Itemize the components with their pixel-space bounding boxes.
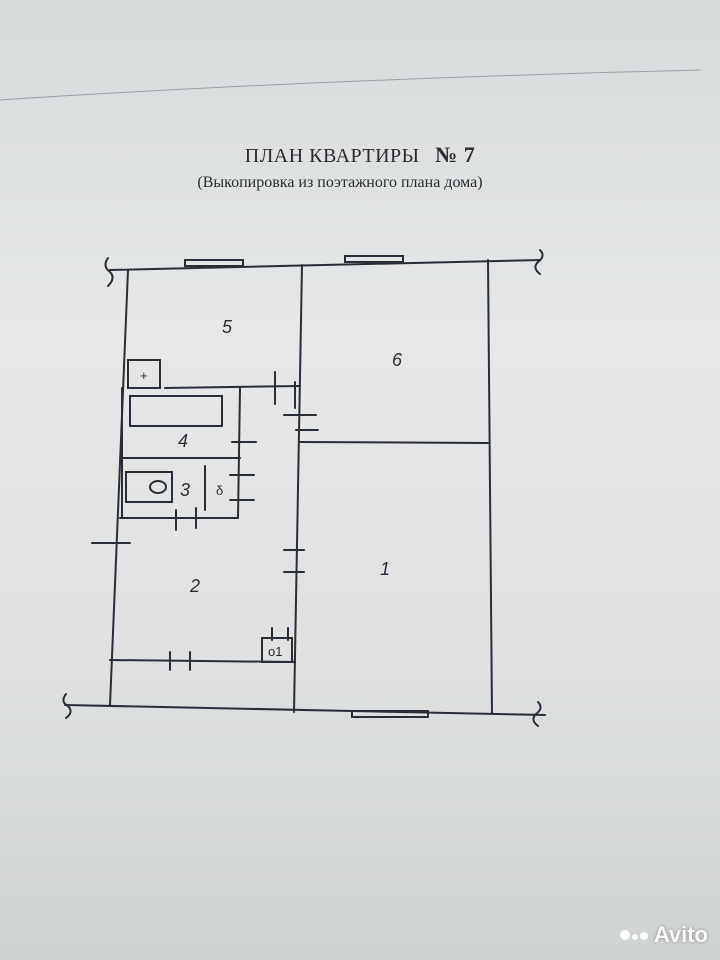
wall-right [487,259,493,714]
wall-left [109,269,129,706]
window-room6 [344,255,404,263]
wall-top [109,259,541,271]
plus-box-label: + [140,368,148,383]
closet-a-label: δ [216,483,223,498]
break-mark-bl [62,693,72,719]
room-label-3: 3 [180,480,190,500]
bathtub [129,395,223,427]
sheet-edge-line [0,69,701,101]
window-room5 [184,259,244,267]
wall-bottom [64,704,546,716]
wall-room5-bottom [164,385,301,389]
avito-logo-icon [619,930,648,940]
closet-o1 [261,637,293,663]
break-mark-tr [534,249,544,275]
watermark-text: Avito [653,922,708,947]
room-label-5: 5 [222,317,233,337]
break-mark-br [532,701,542,727]
window-room1 [351,710,429,718]
wall-bath-right [237,387,241,519]
room-label-4: 4 [178,431,188,451]
plan-subtitle: (Выкопировка из поэтажного плана дома) [197,174,483,191]
break-mark-tl [104,257,114,287]
wall-room6-room1 [299,441,489,444]
room-label-6: 6 [392,350,403,370]
plan-title-text: ПЛАН КВАРТИРЫ [244,145,420,167]
plan-title: ПЛАН КВАРТИРЫ № 7 [0,142,720,168]
closet-b-label: о1 [268,644,282,659]
room-label-1: 1 [380,559,390,579]
apartment-number: № 7 [435,142,476,167]
plus-box [127,359,161,389]
room-label-2: 2 [189,576,200,596]
toilet-fixture [125,471,173,503]
wall-center-vertical [293,264,303,713]
avito-watermark: Avito [619,922,708,948]
toilet-bowl [149,480,167,494]
